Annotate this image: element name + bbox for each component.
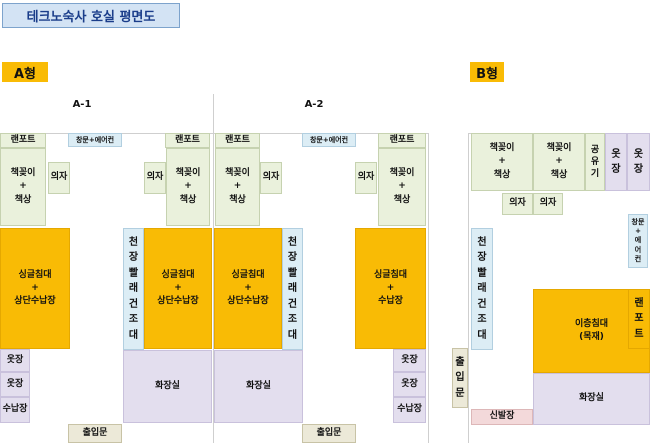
type-b-label: B형 <box>470 62 504 82</box>
a2-chair-right: 의자 <box>355 162 377 194</box>
b-shoe-rack: 신발장 <box>471 409 533 425</box>
a2-bed-left: 싱글침대+상단수납장 <box>214 228 282 349</box>
a1-chair-left: 의자 <box>48 162 70 194</box>
a1-entrance: 출입문 <box>68 424 122 443</box>
a1-closet-1: 옷장 <box>0 349 30 372</box>
a2-ramp-right: 랜포트 <box>378 133 426 148</box>
wall-top-a <box>0 133 428 134</box>
a1-closet-2: 옷장 <box>0 372 30 397</box>
b-chair-1: 의자 <box>502 193 533 215</box>
a2-chair-left: 의자 <box>260 162 282 194</box>
a1-desk-left: 책꽂이+책상 <box>0 148 46 226</box>
a2-bed-right: 싱글침대+수납장 <box>355 228 426 349</box>
page-title-box: 테크노숙사 호실 평면도 <box>2 3 180 28</box>
type-a-label: A형 <box>2 62 48 82</box>
a1-bed-left: 싱글침대+상단수납장 <box>0 228 70 349</box>
a1-chair-right: 의자 <box>144 162 166 194</box>
a2-ramp-left: 랜포트 <box>215 133 260 148</box>
room-a2-name: A-2 <box>304 99 324 110</box>
wall-divider-a <box>213 94 214 443</box>
page-title: 테크노숙사 호실 평면도 <box>26 10 156 25</box>
a1-ramp-right: 랜포트 <box>165 133 210 148</box>
a2-closet-2: 옷장 <box>393 372 426 397</box>
a2-desk-right: 책꽂이+책상 <box>378 148 426 226</box>
b-desk-1: 책꽂이+책상 <box>471 133 533 191</box>
wall-left-b <box>468 133 469 443</box>
b-chair-2: 의자 <box>533 193 563 215</box>
b-bathroom: 화장실 <box>533 373 650 425</box>
a2-window-aircon: 창문+에어컨 <box>302 133 356 147</box>
b-desk-2: 책꽂이+책상 <box>533 133 585 191</box>
a1-window-aircon: 창문+에어컨 <box>68 133 122 147</box>
a1-bed-right: 싱글침대+상단수납장 <box>144 228 212 349</box>
a2-entrance: 출입문 <box>302 424 356 443</box>
a2-closet-1: 옷장 <box>393 349 426 372</box>
a1-bathroom: 화장실 <box>123 350 212 423</box>
a2-bathroom: 화장실 <box>214 350 303 423</box>
room-a1-name: A-1 <box>72 99 92 110</box>
a2-storage: 수납장 <box>393 397 426 423</box>
a1-storage: 수납장 <box>0 397 30 423</box>
wall-right-a <box>428 133 429 443</box>
a1-desk-right: 책꽂이+책상 <box>166 148 210 226</box>
a1-ramp-left: 랜포트 <box>0 133 46 148</box>
a2-desk-left: 책꽂이+책상 <box>215 148 260 226</box>
